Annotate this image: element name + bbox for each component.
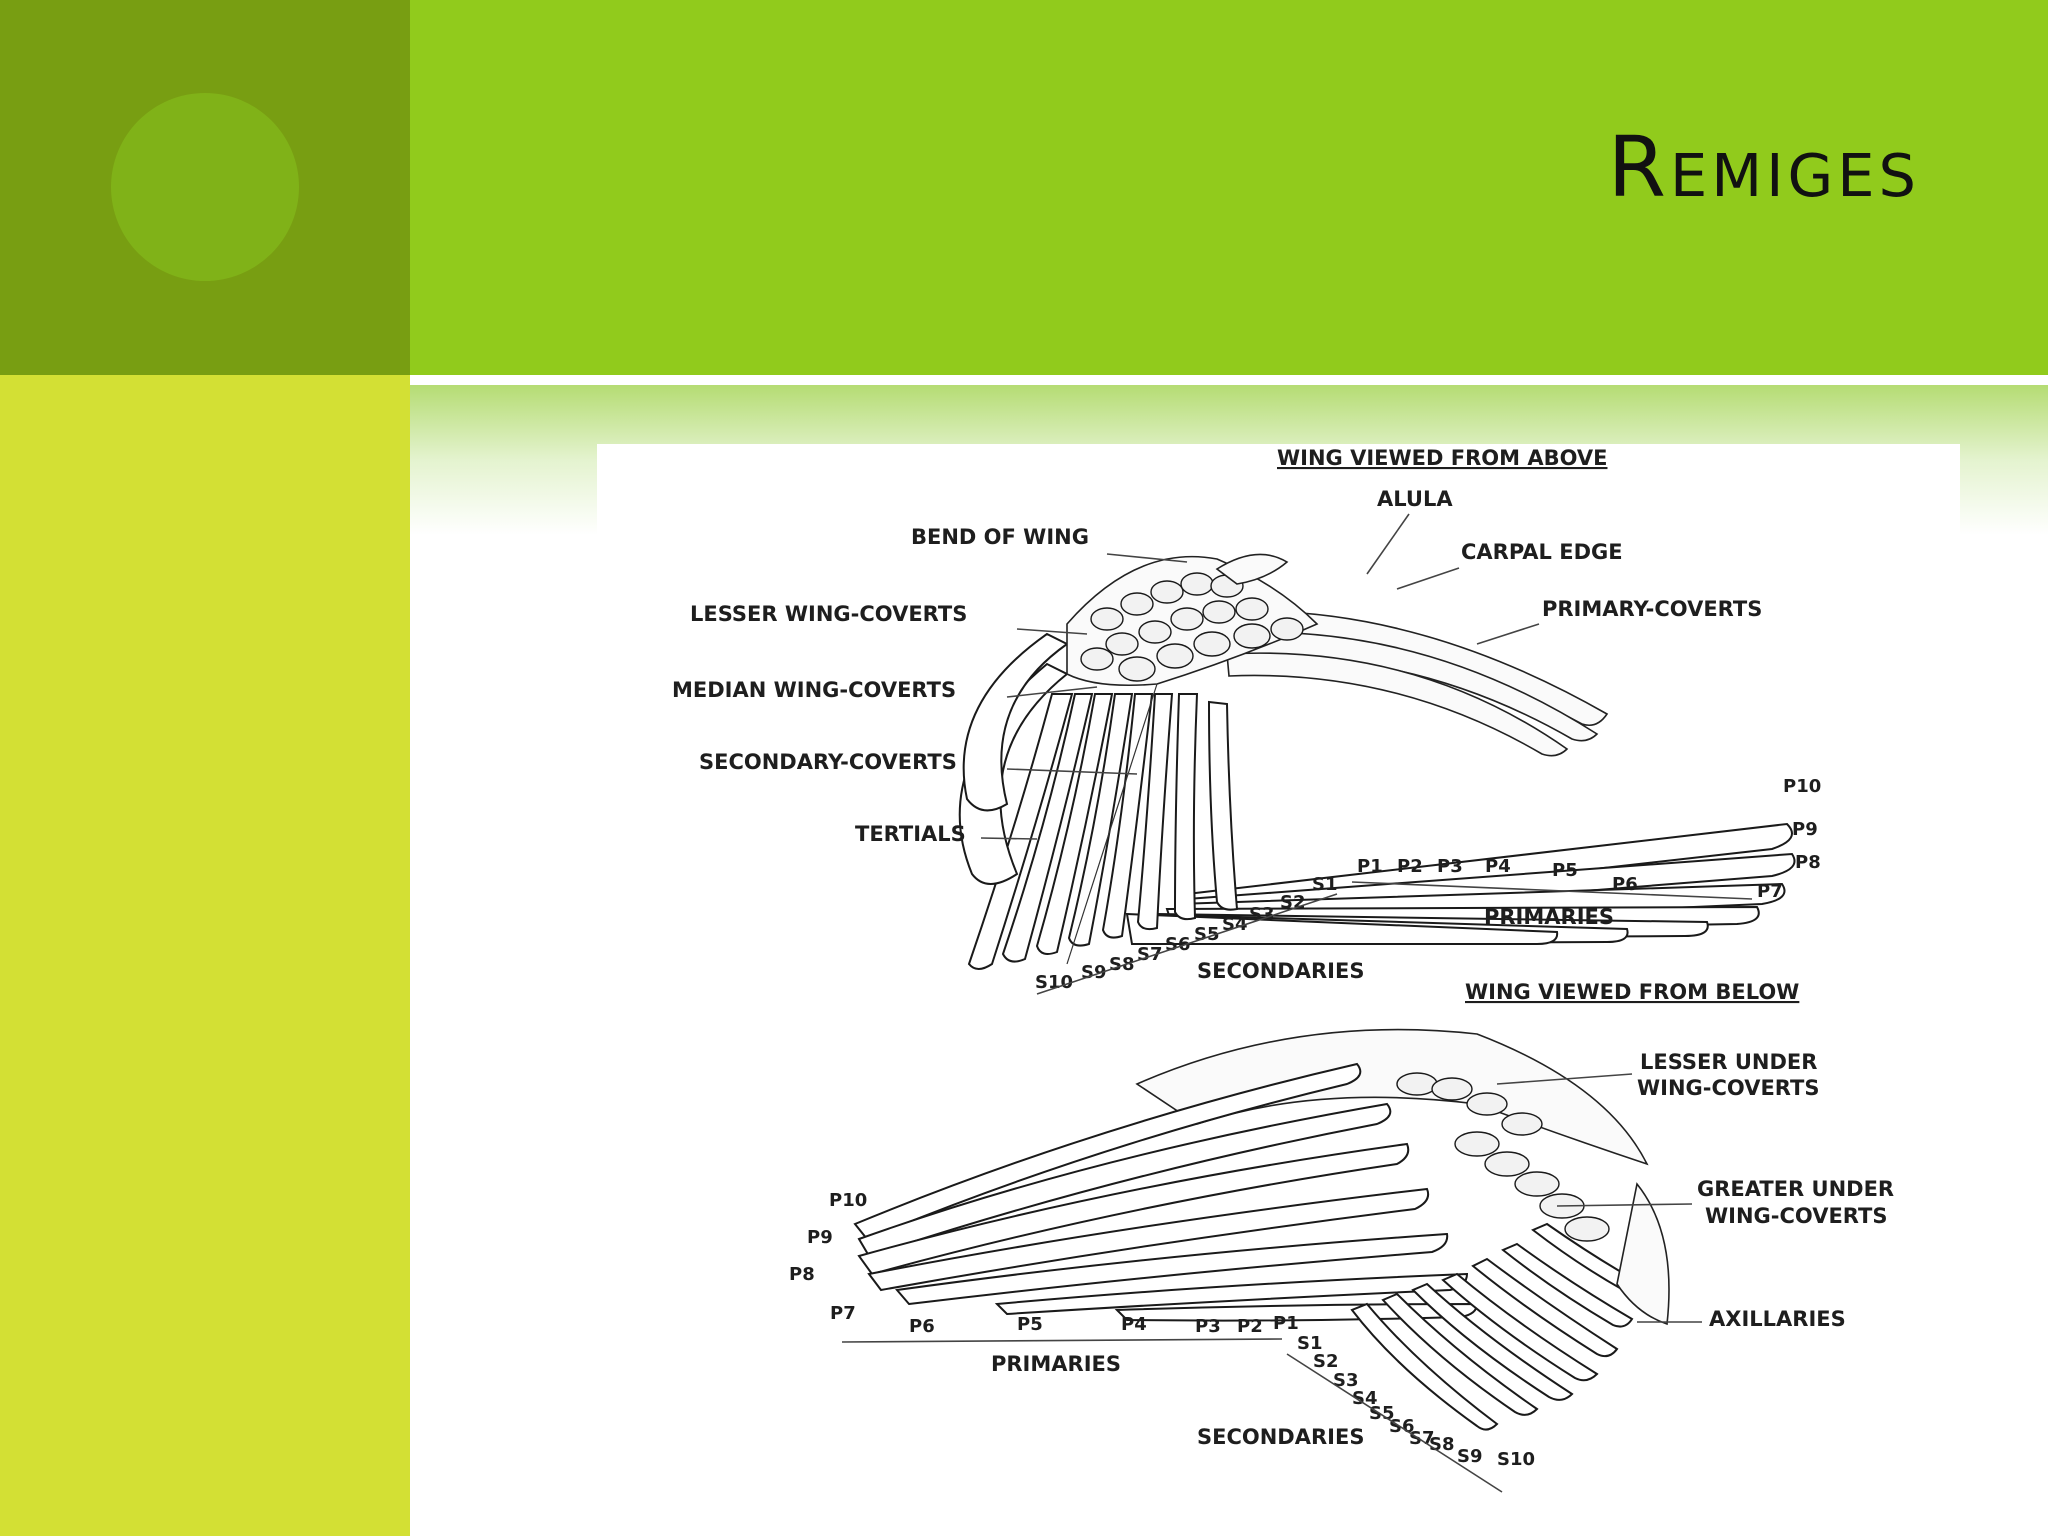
leader-tertials xyxy=(980,837,1038,840)
label-primary-coverts: PRIMARY-COVERTS xyxy=(1542,597,1762,621)
upper-p5: P5 xyxy=(1552,860,1578,881)
upper-covert-scales xyxy=(1080,572,1304,682)
leader-lesser xyxy=(1016,628,1088,635)
lower-s10: S10 xyxy=(1497,1449,1535,1470)
lower-s3: S3 xyxy=(1333,1370,1359,1391)
upper-p1: P1 xyxy=(1357,856,1383,877)
upper-s2: S2 xyxy=(1280,892,1306,913)
lower-p6: P6 xyxy=(909,1316,935,1337)
upper-p2: P2 xyxy=(1397,856,1423,877)
divider-rule xyxy=(410,375,2048,385)
label-upper-secondaries: SECONDARIES xyxy=(1197,959,1364,983)
lower-s2: S2 xyxy=(1313,1351,1339,1372)
leader-lesser-under xyxy=(1496,1073,1633,1085)
upper-p6: P6 xyxy=(1612,874,1638,895)
upper-primaries-bracket xyxy=(1351,881,1753,900)
lower-secondaries-bracket xyxy=(1286,1353,1503,1493)
upper-p10: P10 xyxy=(1783,776,1821,797)
upper-p4: P4 xyxy=(1485,856,1511,877)
label-tertials: TERTIALS xyxy=(855,822,966,846)
label-lower-secondaries: SECONDARIES xyxy=(1197,1425,1364,1449)
wing-diagram-svg: WING VIEWED FROM ABOVE ALULA BEND OF WIN… xyxy=(672,446,1894,1493)
upper-heading: WING VIEWED FROM ABOVE xyxy=(1277,446,1607,470)
lower-wing-illustration xyxy=(853,1028,1670,1431)
upper-secondaries-bracket xyxy=(1036,893,1338,995)
lower-heading: WING VIEWED FROM BELOW xyxy=(1465,980,1799,1004)
upper-wing-illustration xyxy=(958,553,1796,970)
slide-title: Remiges xyxy=(1607,118,1920,216)
leader-primary-coverts xyxy=(1476,623,1540,645)
lower-p5: P5 xyxy=(1017,1314,1043,1335)
leader-greater-under xyxy=(1556,1203,1693,1207)
label-lesser-wing-coverts: LESSER WING-COVERTS xyxy=(690,602,967,626)
lower-p1: P1 xyxy=(1273,1313,1299,1334)
side-band xyxy=(0,375,410,1536)
label-lower-primaries: PRIMARIES xyxy=(991,1352,1121,1376)
label-bend-of-wing: BEND OF WING xyxy=(911,525,1089,549)
leader-carpal xyxy=(1396,567,1460,590)
lower-p9: P9 xyxy=(807,1227,833,1248)
upper-s8: S8 xyxy=(1109,954,1135,975)
upper-s3: S3 xyxy=(1249,904,1275,925)
lower-s1: S1 xyxy=(1297,1333,1323,1354)
leader-secondary-coverts xyxy=(1006,768,1138,775)
upper-p7: P7 xyxy=(1757,881,1783,902)
decorative-circle xyxy=(111,93,299,281)
label-greater-under-2: WING-COVERTS xyxy=(1705,1204,1887,1228)
wing-diagram: WING VIEWED FROM ABOVE ALULA BEND OF WIN… xyxy=(597,444,1960,1536)
lower-p4: P4 xyxy=(1121,1314,1147,1335)
label-axillaries: AXILLARIES xyxy=(1709,1307,1846,1331)
label-greater-under-1: GREATER UNDER xyxy=(1697,1177,1894,1201)
title-band: Remiges xyxy=(410,0,2048,375)
lower-covert-scales xyxy=(1396,1072,1610,1242)
label-upper-primaries: PRIMARIES xyxy=(1484,905,1614,929)
lower-s9: S9 xyxy=(1457,1446,1483,1467)
label-lesser-under-2: WING-COVERTS xyxy=(1637,1076,1819,1100)
label-alula: ALULA xyxy=(1377,487,1453,511)
upper-p9: P9 xyxy=(1792,819,1818,840)
label-secondary-coverts: SECONDARY-COVERTS xyxy=(699,750,957,774)
lower-p2: P2 xyxy=(1237,1316,1263,1337)
lower-p3: P3 xyxy=(1195,1316,1221,1337)
upper-s7: S7 xyxy=(1137,944,1163,965)
leader-bend xyxy=(1106,553,1188,563)
lower-p10: P10 xyxy=(829,1190,867,1211)
lower-s4: S4 xyxy=(1352,1388,1378,1409)
lower-primaries-bracket xyxy=(841,1338,1283,1343)
label-lesser-under-1: LESSER UNDER xyxy=(1640,1050,1817,1074)
leader-alula xyxy=(1366,513,1410,575)
label-carpal-edge: CARPAL EDGE xyxy=(1461,540,1623,564)
lower-p7: P7 xyxy=(830,1303,856,1324)
lower-s8: S8 xyxy=(1429,1434,1455,1455)
upper-s1: S1 xyxy=(1312,874,1338,895)
label-median-wing-coverts: MEDIAN WING-COVERTS xyxy=(672,678,956,702)
upper-p3: P3 xyxy=(1437,856,1463,877)
leader-median xyxy=(1006,686,1098,698)
lower-p8: P8 xyxy=(789,1264,815,1285)
upper-p8: P8 xyxy=(1795,852,1821,873)
upper-s10: S10 xyxy=(1035,972,1073,993)
